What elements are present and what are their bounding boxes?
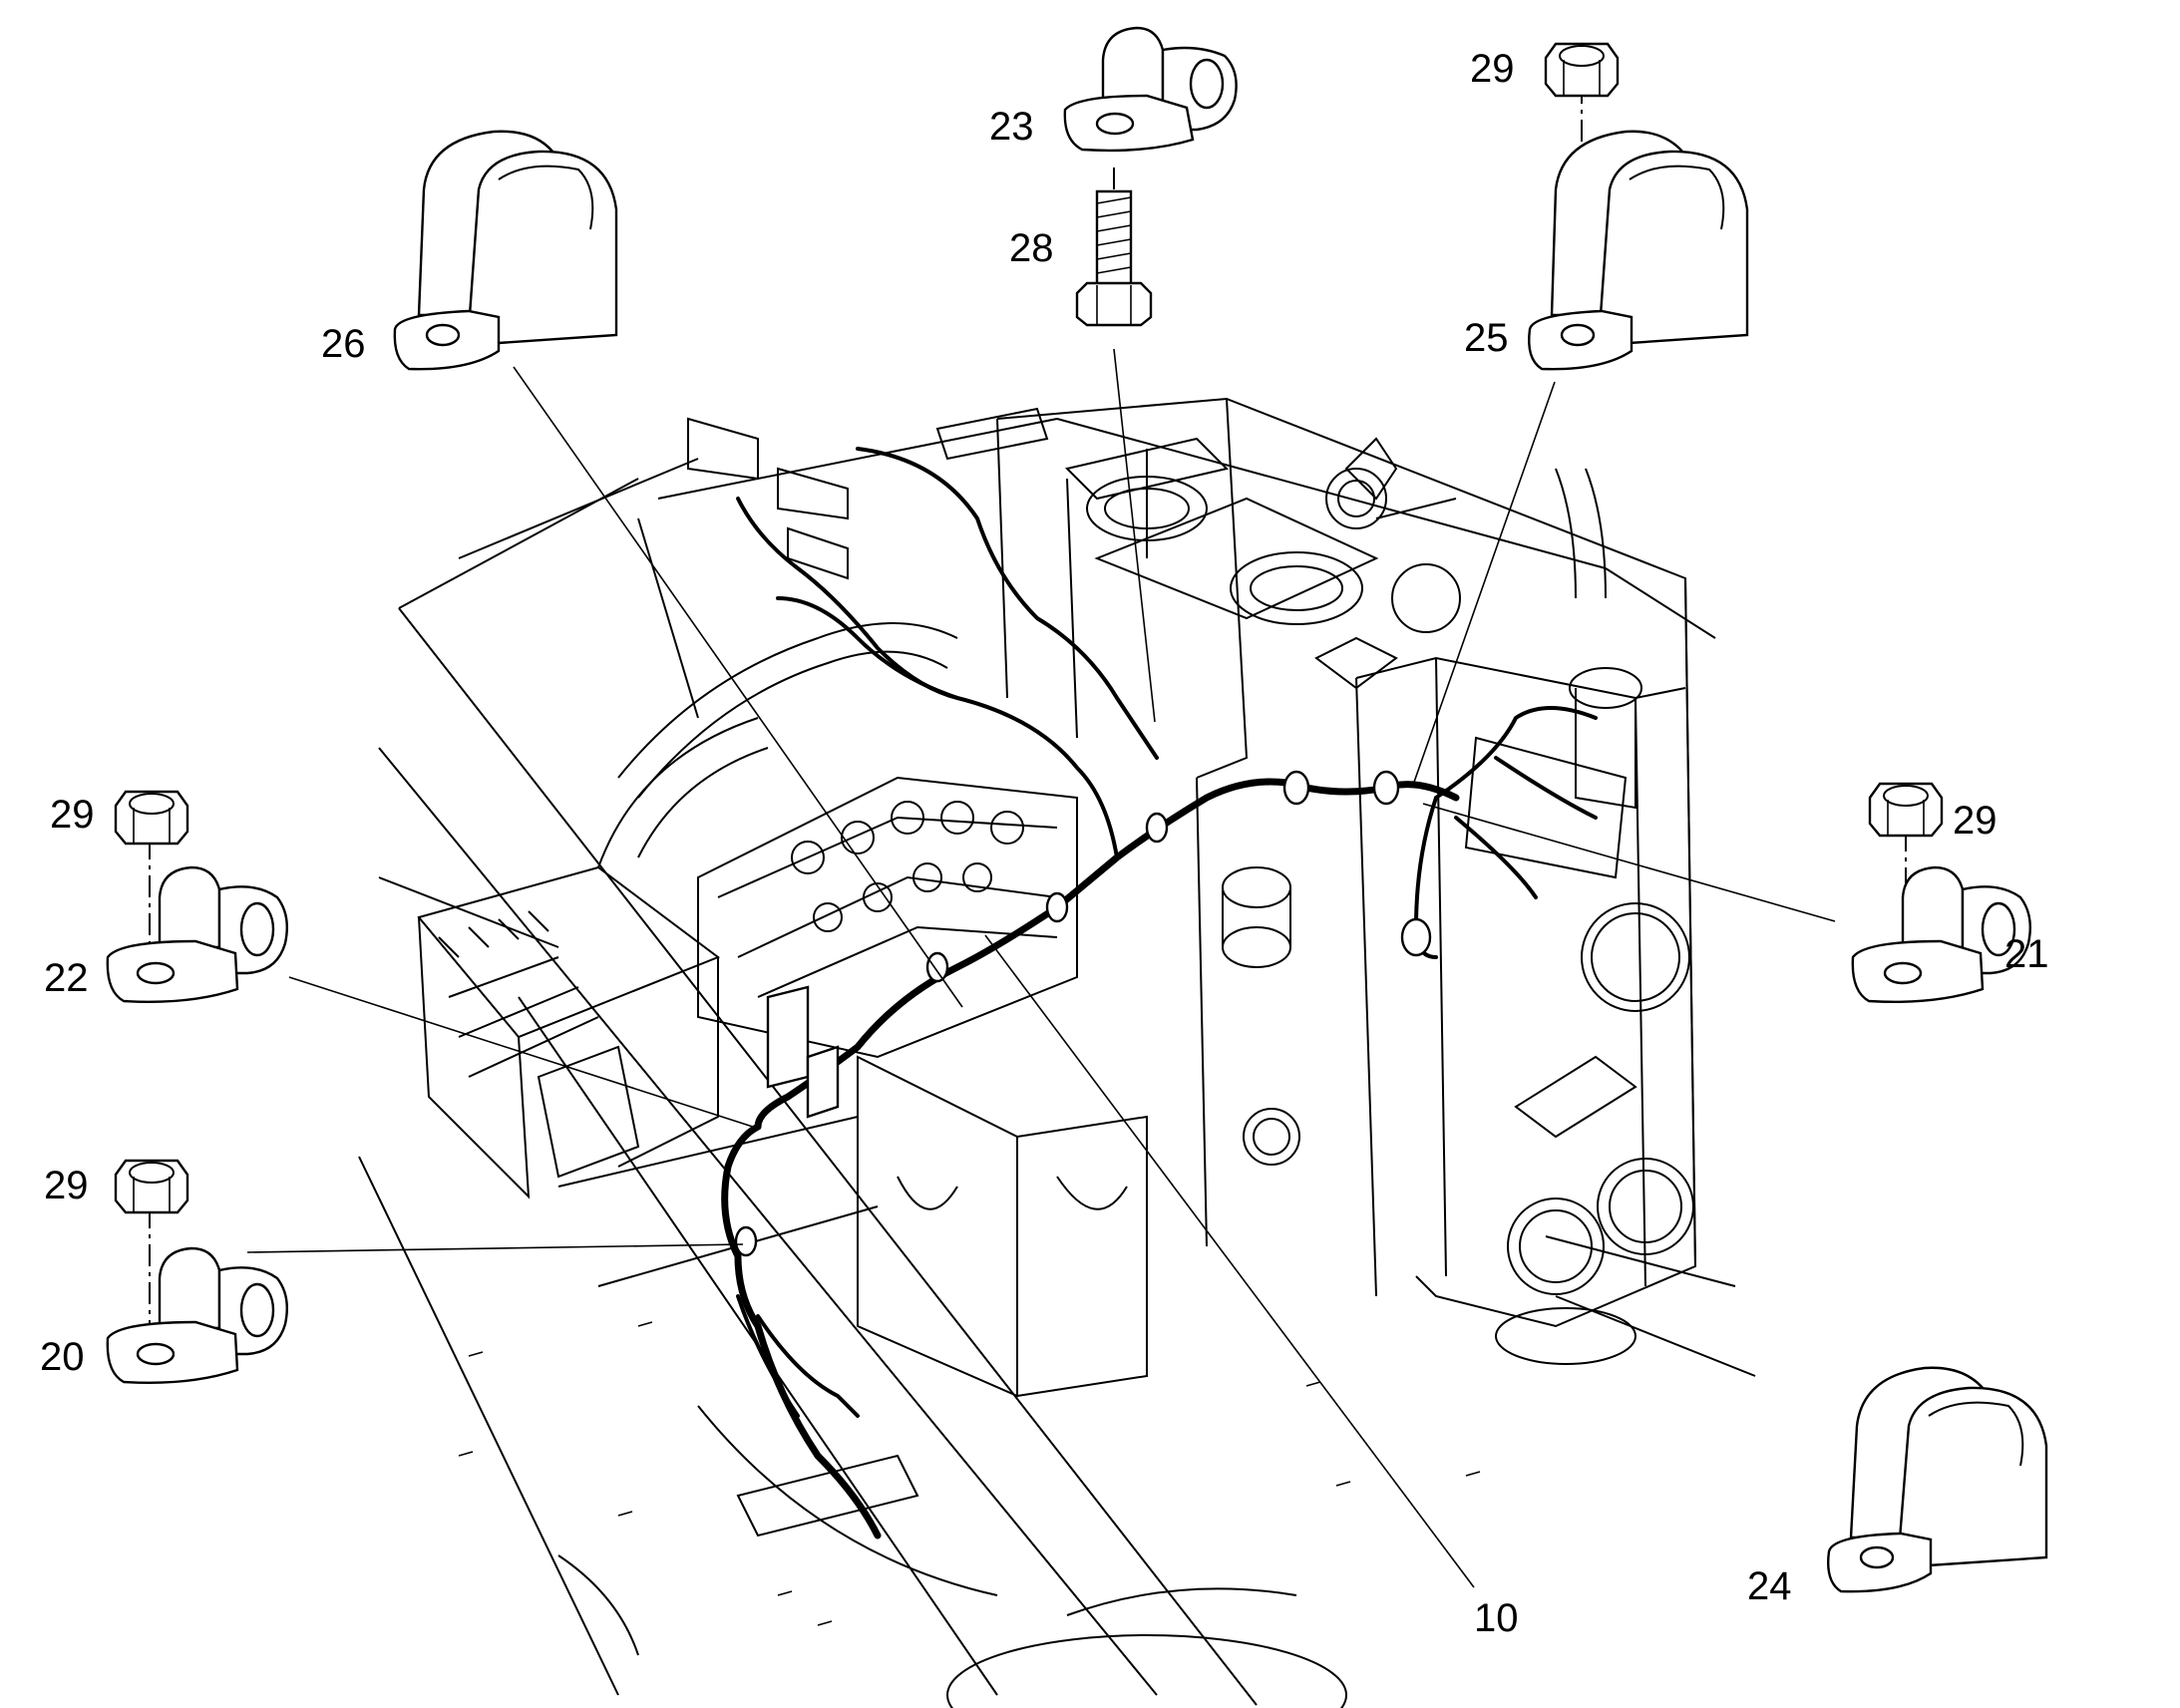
callout-24: 24: [1747, 1564, 1792, 1608]
p-clamp-23: [1063, 26, 1238, 153]
hex-nut-29-bottom: [114, 1159, 189, 1214]
p-clamp-24: [1827, 1366, 2048, 1593]
callout-20: 20: [40, 1335, 85, 1379]
callout-26: 26: [321, 322, 366, 366]
wiring-harness-10: [721, 447, 1598, 1539]
callout-29-right: 29: [1953, 799, 1998, 843]
hex-bolt-28: [1075, 189, 1153, 327]
callout-28: 28: [1009, 226, 1054, 270]
callout-29-top: 29: [1470, 47, 1515, 91]
callout-labels: 10 20 21 22 23 24 25 26 28 29 29 29 29: [40, 47, 2049, 1640]
callout-29-bottom: 29: [44, 1164, 89, 1207]
hex-nut-29-left: [114, 790, 189, 846]
callout-22: 22: [44, 956, 89, 1000]
p-clamp-20: [106, 1246, 288, 1384]
p-clamp-26: [393, 130, 618, 371]
callout-10: 10: [1474, 1596, 1519, 1640]
callout-29-left: 29: [50, 793, 95, 837]
callout-21: 21: [2004, 932, 2049, 976]
callout-25: 25: [1464, 316, 1509, 360]
callout-23: 23: [989, 105, 1034, 149]
p-clamp-25: [1528, 130, 1749, 371]
hex-nut-29-right: [1868, 782, 1944, 838]
machine-assembly: [358, 397, 1756, 1708]
p-clamp-21: [1851, 865, 2031, 1003]
hex-nut-29-top: [1544, 42, 1620, 98]
p-clamp-22: [106, 865, 288, 1003]
